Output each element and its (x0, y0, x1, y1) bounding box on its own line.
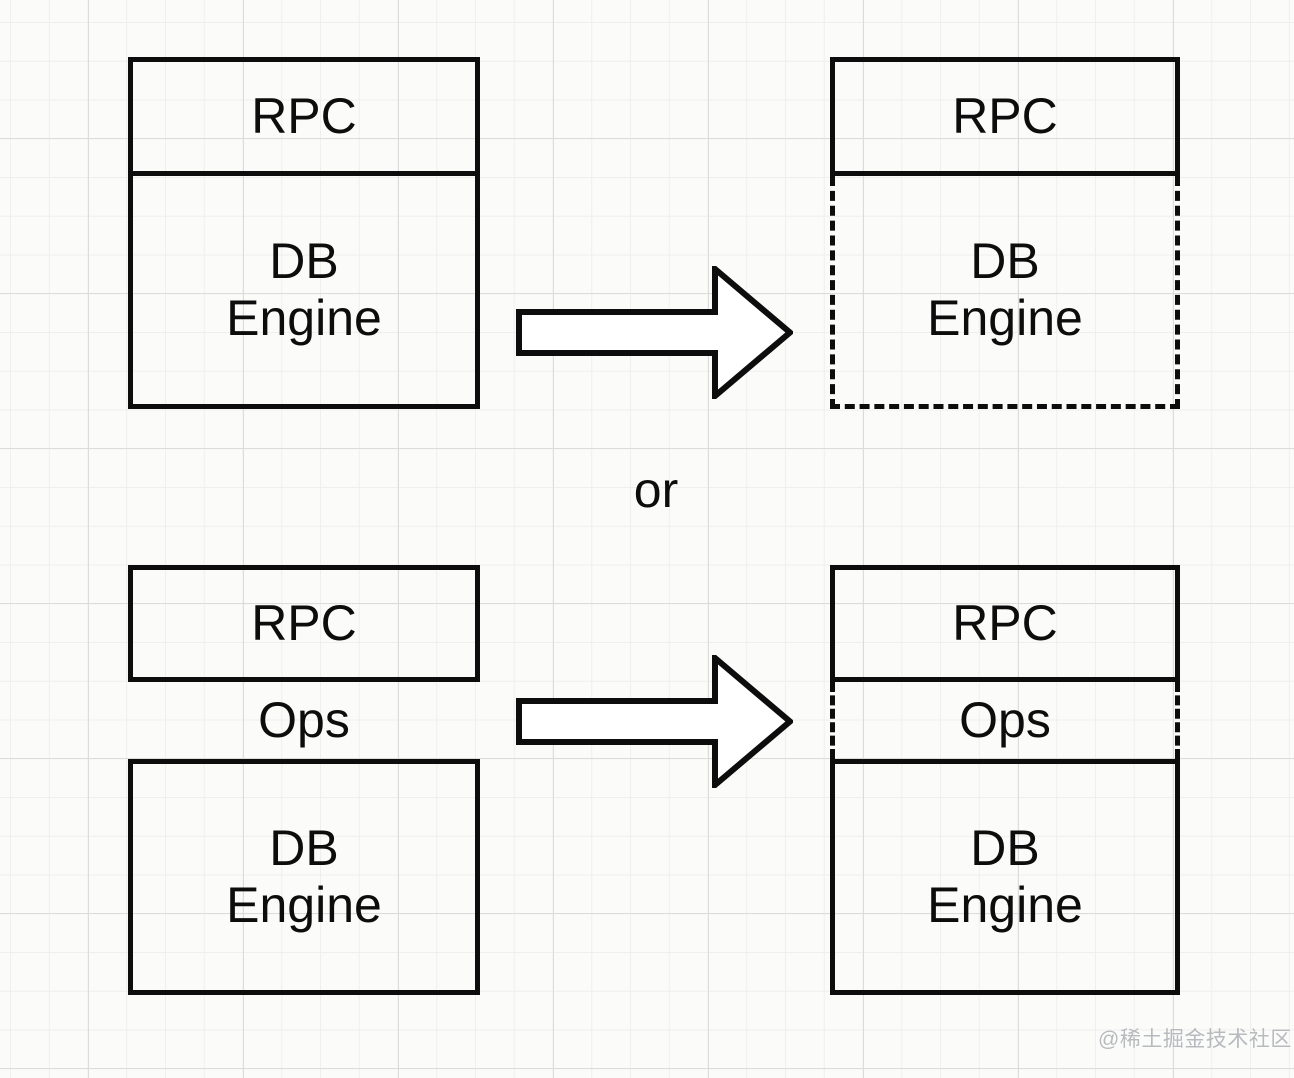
top-right-rpc-label: RPC (952, 88, 1058, 144)
bottom-left-rpc-label: RPC (251, 595, 357, 651)
top-right-db-label-line1: DB (970, 233, 1040, 289)
top-left-db-label-line2: Engine (226, 290, 382, 346)
right-arrow-top-icon (516, 266, 793, 399)
watermark-text: @稀土掘金技术社区 (1098, 1028, 1292, 1051)
top-left-rpc-section: RPC (128, 57, 480, 176)
top-left-rpc-label: RPC (251, 88, 357, 144)
bottom-right-ops-section-dashed: Ops (830, 682, 1180, 759)
bottom-right-rpc-label: RPC (952, 595, 1058, 651)
or-separator-label: or (633, 462, 679, 518)
bottom-left-db-label-line1: DB (269, 820, 339, 876)
bottom-right-rpc-section: RPC (830, 565, 1180, 682)
bottom-right-db-label-line2: Engine (927, 877, 1083, 933)
top-left-db-label-line1: DB (269, 233, 339, 289)
bottom-left-db-engine-section: DB Engine (128, 759, 480, 995)
bottom-left-ops-section: Ops (128, 682, 480, 759)
top-right-db-label-line2: Engine (927, 290, 1083, 346)
top-right-db-engine-section-dashed: DB Engine (830, 176, 1180, 409)
bottom-right-db-label-line1: DB (970, 820, 1040, 876)
top-right-rpc-section: RPC (830, 57, 1180, 176)
top-left-db-engine-section: DB Engine (128, 176, 480, 409)
bottom-left-rpc-section: RPC (128, 565, 480, 682)
right-arrow-bottom-icon (516, 655, 793, 788)
bottom-left-db-label-line2: Engine (226, 877, 382, 933)
bottom-right-db-engine-section: DB Engine (830, 759, 1180, 995)
bottom-right-ops-label: Ops (959, 692, 1051, 748)
bottom-left-ops-label: Ops (258, 692, 350, 748)
